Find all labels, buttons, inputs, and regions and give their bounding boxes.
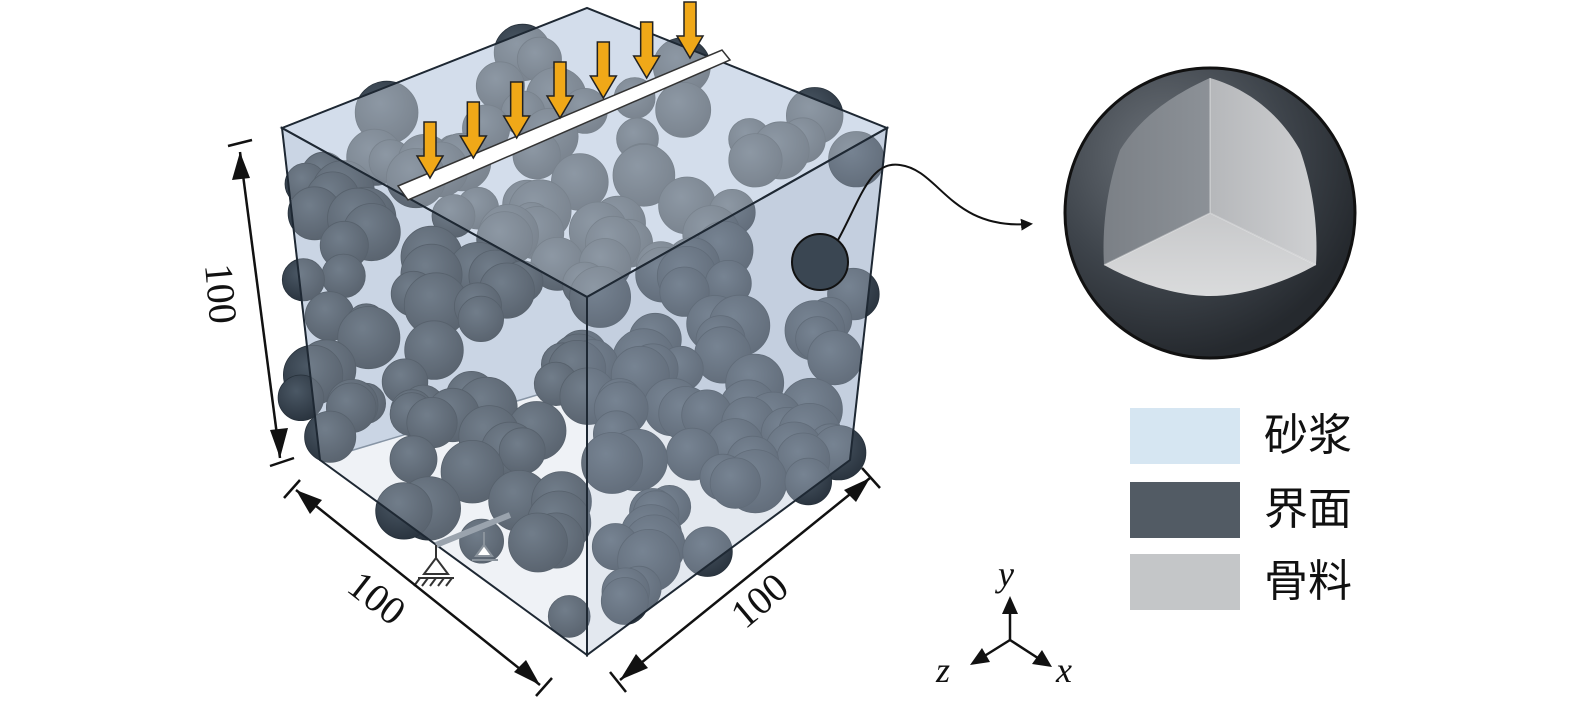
octant-left-face	[1103, 78, 1210, 265]
aggregate-particle	[547, 595, 591, 638]
axis-y-label: y	[995, 554, 1014, 594]
aggregate-particle	[682, 526, 733, 577]
load-arrow-icon	[545, 61, 575, 120]
aggregate-particle	[581, 432, 643, 494]
aggregate-particle	[337, 306, 401, 370]
load-arrow-icon	[502, 81, 531, 140]
legend-item-interface: 界面	[1130, 482, 1430, 538]
aggregate-particle	[709, 457, 762, 509]
depth-dimension-line	[295, 489, 541, 686]
aggregate-particle	[457, 295, 504, 342]
pin-support-icon	[413, 512, 512, 587]
axis-x-label: x	[1055, 650, 1072, 690]
zoom-callout-icon	[791, 233, 849, 291]
legend-label-aggregate: 骨料	[1264, 556, 1352, 607]
axis-z-label: z	[935, 650, 950, 690]
depth-dimension-label: 100	[339, 562, 414, 634]
width-dimension-label: 100	[722, 564, 797, 637]
height-dimension-line	[238, 151, 282, 459]
aggregate-particle	[784, 457, 832, 506]
aggregate-particle	[600, 577, 649, 625]
loading-plate	[396, 49, 732, 201]
load-arrow-icon	[632, 21, 661, 80]
load-arrow-icon	[589, 41, 618, 100]
aggregate-particle	[612, 144, 676, 207]
legend-label-mortar: 砂浆	[1264, 410, 1352, 461]
legend-item-mortar: 砂浆	[1130, 408, 1430, 464]
aggregate-particle	[375, 482, 433, 540]
width-dimension-line	[619, 477, 871, 681]
aggregate-particle	[655, 82, 712, 138]
octant-right-face	[1210, 78, 1317, 265]
aggregate-detail-sphere	[1063, 66, 1357, 360]
legend-item-aggregate: 骨料	[1130, 554, 1430, 610]
callout-connector	[837, 163, 1033, 241]
aggregate-particles	[277, 23, 885, 638]
legend-swatch-mortar	[1130, 408, 1240, 464]
aggregate-particle	[728, 133, 783, 188]
aggregate-particle	[304, 410, 357, 463]
octant-bottom-face	[1104, 213, 1316, 296]
load-arrow-icon	[675, 1, 705, 60]
load-arrow-icon	[415, 121, 445, 180]
aggregate-particle	[508, 512, 568, 573]
load-arrow-icon	[459, 101, 488, 160]
roller-support-icon	[472, 532, 498, 561]
aggregate-particle	[440, 440, 505, 504]
aggregate-particle	[281, 258, 325, 302]
legend-swatch-aggregate	[1130, 554, 1240, 610]
height-dimension-label: 100	[196, 262, 246, 326]
legend-swatch-interface	[1130, 482, 1240, 538]
load-arrows	[415, 1, 705, 180]
legend-label-interface: 界面	[1264, 484, 1352, 535]
